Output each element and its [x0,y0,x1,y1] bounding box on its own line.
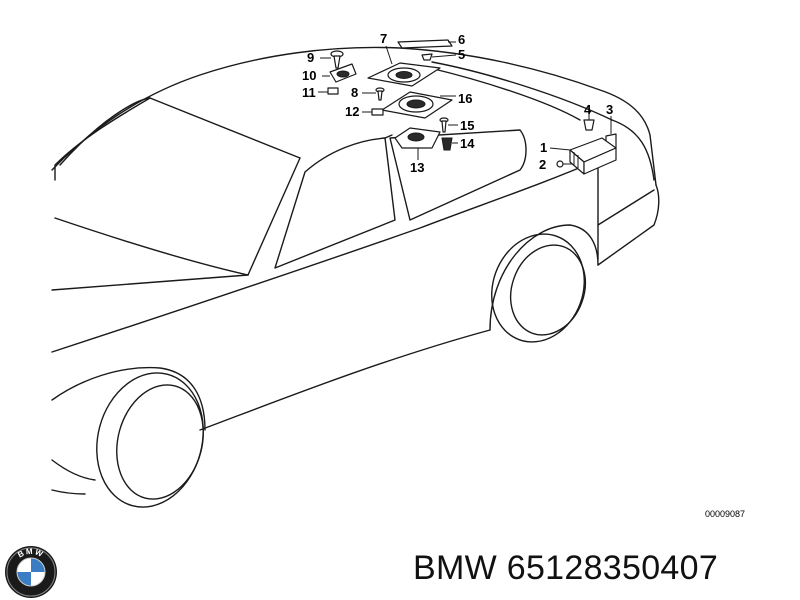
part-12-nut [362,108,384,116]
label-2: 2 [539,157,546,172]
label-5: 5 [458,47,465,62]
label-4: 4 [584,102,592,117]
part-6-strip [397,39,456,49]
part-11-nut [318,87,339,95]
logo-text: BMW [16,547,44,560]
label-15: 15 [460,118,474,133]
bmw-logo-icon: BMW [5,546,57,598]
label-7: 7 [380,31,387,46]
part-15-screw [439,117,458,133]
label-1: 1 [540,140,547,155]
part-8-screw [362,87,385,101]
diagram-code: 00009087 [705,509,745,519]
svg-text:BMW: BMW [16,547,45,560]
label-16: 16 [458,91,472,106]
label-9: 9 [307,50,314,65]
label-3: 3 [606,102,613,117]
part-16-speaker-frame [381,91,456,119]
label-8: 8 [351,85,358,100]
label-12: 12 [345,104,359,119]
label-13: 13 [410,160,424,175]
label-11: 11 [302,85,316,100]
part-9-screw [320,50,344,69]
part-14-clip [441,137,458,151]
part-number: BMW 65128350407 [413,549,719,587]
callout-labels: 1 2 3 4 5 6 7 8 9 10 11 12 13 14 15 16 [302,31,613,175]
part-2-screw [556,160,572,168]
label-14: 14 [460,136,475,151]
part-10-speaker [322,63,357,83]
label-10: 10 [302,68,316,83]
part-4-bolt [583,114,595,131]
part-7-speaker-frame [367,45,441,87]
part-5-clip [421,53,457,61]
label-6: 6 [458,32,465,47]
car-outline [51,46,660,508]
part-13-speaker-box [394,127,441,160]
part-1-amplifier [549,137,617,175]
